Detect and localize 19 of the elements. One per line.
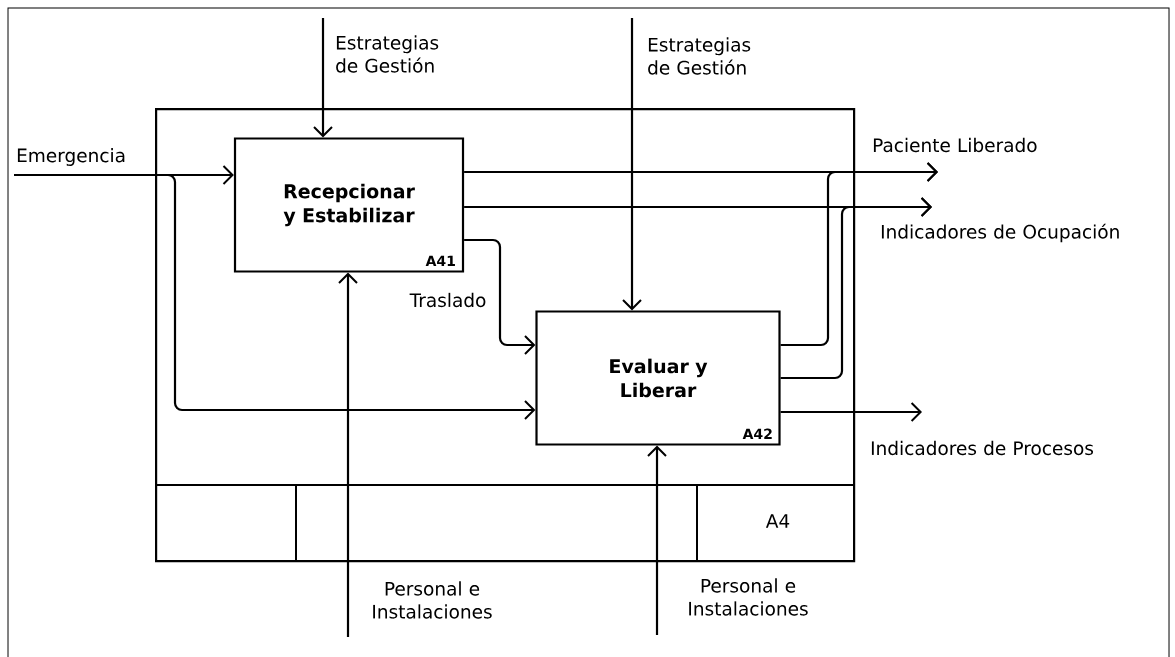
arrow	[780, 197, 932, 380]
activity-box: Evaluar y Liberar A42	[535, 310, 781, 446]
arrow-label: Paciente Liberado	[873, 137, 1037, 153]
arrow-label: Indicadores de Procesos	[871, 440, 1094, 456]
arrow-label: Estrategias de Gestión	[336, 35, 439, 73]
arrow-label: Emergencia	[17, 148, 125, 166]
arrow	[780, 402, 922, 422]
arrow	[464, 238, 536, 355]
arrow	[622, 18, 642, 311]
arrow-label: Personal e Instalaciones	[689, 578, 808, 616]
arrow-label: Estrategias de Gestión	[648, 37, 751, 75]
arrow	[647, 445, 667, 635]
arrow	[780, 162, 938, 347]
arrow	[14, 173, 536, 420]
arrow-label: Indicadores de Ocupación	[881, 223, 1119, 243]
activity-box: Recepcionar y Estabilizar A41	[233, 137, 465, 273]
arrow	[338, 272, 358, 637]
arrow	[313, 18, 333, 138]
arrow-label: Personal e Instalaciones	[373, 581, 492, 619]
